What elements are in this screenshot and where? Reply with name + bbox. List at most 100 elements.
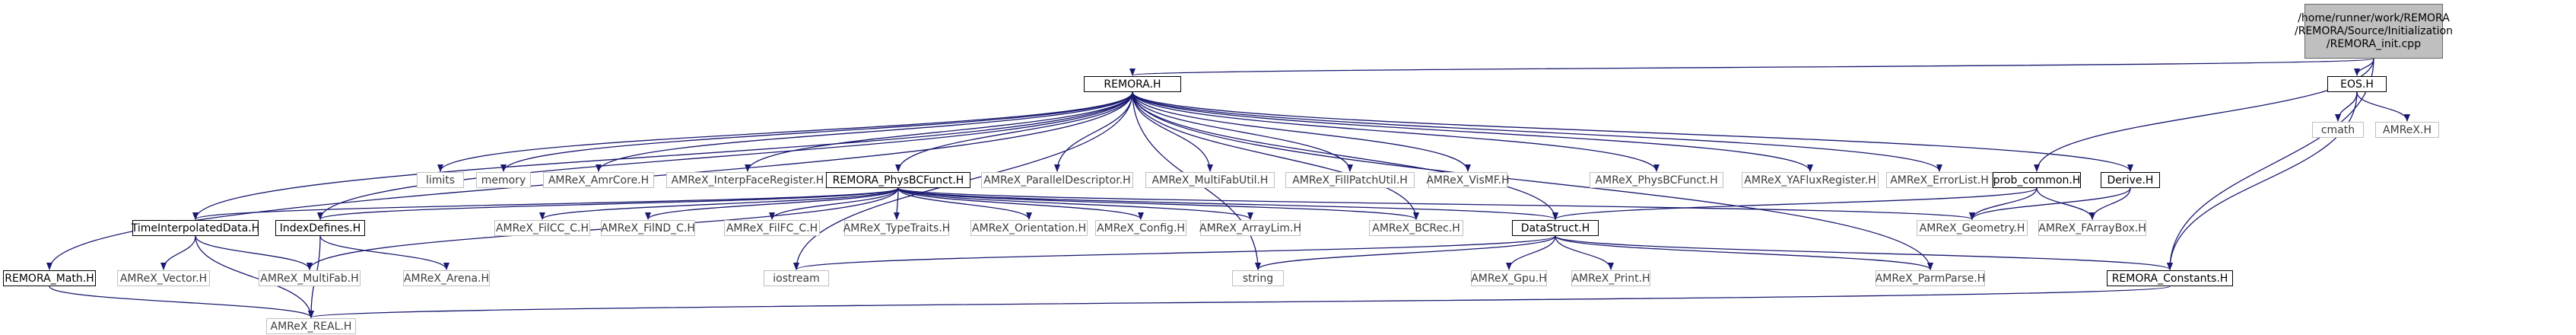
edge-remora_physbcfunct-to-amrex_bcrec — [897, 187, 1419, 220]
node-amrex-interpfaceregister: AMReX_InterpFaceRegister.H — [666, 172, 829, 188]
node-amrex-arraylim: AMReX_ArrayLim.H — [1199, 220, 1301, 236]
node-amrex-physbcfunct: AMReX_PhysBCFunct.H — [1590, 172, 1723, 188]
edge-remora_h-to-amrex_physbcfunct — [1132, 91, 1660, 172]
edge-indexdefines-to-amrex_arena — [319, 235, 449, 270]
node-remora-init-cpp[interactable]: /home/runner/work/REMORA /REMORA/Source/… — [2295, 4, 2453, 59]
node-amrex-filnd-c: AMReX_FilND_C.H — [601, 220, 695, 236]
edge-remora_physbcfunct-to-amrex_typetraits — [894, 187, 900, 220]
edge-eos_h-to-remora_constants — [2167, 91, 2358, 270]
node-remora-math[interactable]: REMORA_Math.H — [3, 270, 96, 286]
node-derive-h[interactable]: Derive.H — [2101, 172, 2160, 188]
node-remora-h[interactable]: REMORA.H — [1084, 76, 1181, 92]
edge-remora_h-to-amrex_bcrec — [1132, 91, 1419, 220]
edge-remora_h-to-remora_physbcfunct — [895, 91, 1133, 172]
edge-remora_h-to-memory — [500, 91, 1133, 172]
node-amrex-vismf: AMReX_VisMF.H — [1426, 172, 1510, 188]
node-amrex-filfc-c: AMReX_FilFC_C.H — [724, 220, 820, 236]
node-amrex-multifabutil: AMReX_MultiFabUtil.H — [1145, 172, 1275, 188]
node-limits: limits — [417, 172, 464, 188]
node-remora-constants[interactable]: REMORA_Constants.H — [2107, 270, 2233, 286]
edge-remora_h-to-timeinterpolateddata — [192, 91, 1133, 220]
edge-remora_constants-to-amrex_real — [309, 286, 2171, 318]
edge-remora_h-to-amrex_yafluxregister — [1132, 91, 1813, 172]
edge-root-to-prob_common — [2034, 58, 2374, 172]
node-amrex-real: AMReX_REAL.H — [266, 318, 356, 334]
node-cmath: cmath — [2312, 122, 2364, 138]
edge-prob_common-to-amrex_geometry — [1969, 187, 2038, 220]
node-string: string — [1232, 270, 1284, 286]
edge-remora_physbcfunct-to-amrex_config — [897, 187, 1144, 220]
edge-remora_h-to-amrex_amrcore — [596, 91, 1133, 172]
edge-prob_common-to-datastruct — [1552, 187, 2038, 220]
node-remora-physbcfunct[interactable]: REMORA_PhysBCFunct.H — [826, 172, 970, 188]
node-amrex-filcc-c: AMReX_FilCC_C.H — [494, 220, 590, 236]
edge-prob_common-to-amrex_farraybox — [2036, 187, 2095, 220]
node-amrex-fillpatchutil: AMReX_FillPatchUtil.H — [1285, 172, 1415, 188]
edge-remora_physbcfunct-to-amrex_filcc_c — [539, 187, 899, 220]
edge-remora_physbcfunct-to-indexdefines — [317, 187, 899, 220]
root-label-line-1: /home/runner/work/REMORA — [2298, 11, 2450, 24]
edge-root-to-remora_h — [1130, 58, 2374, 76]
edge-remora_physbcfunct-to-amrex_filnd_c — [645, 187, 899, 220]
node-amrex-typetraits: AMReX_TypeTraits.H — [843, 220, 950, 236]
node-amrex-config: AMReX_Config.H — [1095, 220, 1186, 236]
edge-remora_physbcfunct-to-amrex_filfc_c — [769, 187, 899, 220]
edge-datastruct-to-amrex_gpu — [1506, 235, 1556, 270]
edge-remora_physbcfunct-to-amrex_geometry — [897, 187, 1975, 220]
node-amrex-arena: AMReX_Arena.H — [403, 270, 490, 286]
node-amrex-h: AMReX.H — [2375, 122, 2439, 138]
node-amrex-geometry: AMReX_Geometry.H — [1917, 220, 2028, 236]
root-label-line-2: /REMORA/Source/Initialization — [2294, 24, 2454, 37]
edge-remora_h-to-datastruct — [1132, 91, 1558, 220]
edge-root-to-eos_h — [2354, 58, 2374, 76]
node-indexdefines[interactable]: IndexDefines.H — [275, 220, 365, 236]
node-amrex-farraybox: AMReX_FArrayBox.H — [2038, 220, 2146, 236]
edge-datastruct-to-amrex_print — [1555, 235, 1614, 270]
node-memory: memory — [476, 172, 531, 188]
node-prob-common[interactable]: prob_common.H — [1993, 172, 2081, 188]
node-amrex-yafluxregister: AMReX_YAFluxRegister.H — [1742, 172, 1879, 188]
root-label-line-3: /REMORA_init.cpp — [2326, 37, 2422, 50]
edge-derive_h-to-amrex_geometry — [1969, 187, 2131, 220]
node-amrex-parmparse: AMReX_ParmParse.H — [1876, 270, 1985, 286]
edge-remora_h-to-amrex_vismf — [1132, 91, 1471, 172]
node-amrex-bcrec: AMReX_BCRec.H — [1369, 220, 1463, 236]
dependency-edges — [46, 58, 2410, 318]
node-amrex-paralleldescriptor: AMReX_ParallelDescriptor.H — [981, 172, 1133, 188]
node-amrex-errorlist: AMReX_ErrorList.H — [1886, 172, 1993, 188]
node-amrex-vector: AMReX_Vector.H — [117, 270, 210, 286]
edge-remora_h-to-indexdefines — [317, 91, 1133, 220]
edge-remora_physbcfunct-to-amrex_orientation — [897, 187, 1032, 220]
node-amrex-gpu: AMReX_Gpu.H — [1471, 270, 1547, 286]
edge-datastruct-to-string — [1255, 235, 1556, 270]
edge-remora_h-to-amrex_paralleldescriptor — [1054, 91, 1133, 172]
edge-remora_h-to-amrex_interpfaceregister — [745, 91, 1133, 172]
edge-remora_physbcfunct-to-amrex_arraylim — [897, 187, 1253, 220]
node-amrex-orientation: AMReX_Orientation.H — [970, 220, 1088, 236]
edge-datastruct-to-amrex_parmparse — [1555, 235, 1933, 270]
edge-remora_h-to-amrex_errorlist — [1132, 91, 1942, 172]
edge-derive_h-to-amrex_farraybox — [2089, 187, 2131, 220]
node-timeinterpolateddata[interactable]: TimeInterpolatedData.H — [132, 220, 259, 236]
edge-timeinterpolateddata-to-amrex_real — [195, 235, 314, 318]
edge-remora_math-to-amrex_real — [49, 286, 314, 318]
edge-datastruct-to-iostream — [793, 235, 1556, 270]
node-eos-h[interactable]: EOS.H — [2327, 76, 2387, 92]
edge-timeinterpolateddata-to-amrex_vector — [160, 235, 196, 270]
edge-remora_h-to-derive_h — [1132, 91, 2133, 172]
edge-remora_physbcfunct-to-datastruct — [897, 187, 1558, 220]
edge-datastruct-to-remora_constants — [1555, 235, 2173, 270]
edge-remora_h-to-amrex_multifabutil — [1132, 91, 1213, 172]
node-amrex-multifab: AMReX_MultiFab.H — [259, 270, 361, 286]
node-datastruct[interactable]: DataStruct.H — [1512, 220, 1599, 236]
edge-remora_h-to-amrex_parmparse — [1132, 91, 1933, 270]
edge-remora_physbcfunct-to-timeinterpolateddata — [192, 187, 899, 220]
node-iostream: iostream — [764, 270, 829, 286]
node-amrex-print: AMReX_Print.H — [1571, 270, 1650, 286]
edge-root-to-remora_constants — [2167, 58, 2374, 270]
edge-eos_h-to-amrex_h — [2356, 91, 2410, 122]
node-amrex-amrcore: AMReX_AmrCore.H — [543, 172, 654, 188]
edge-remora_h-to-limits — [437, 91, 1133, 172]
edge-timeinterpolateddata-to-amrex_multifab — [195, 235, 313, 270]
